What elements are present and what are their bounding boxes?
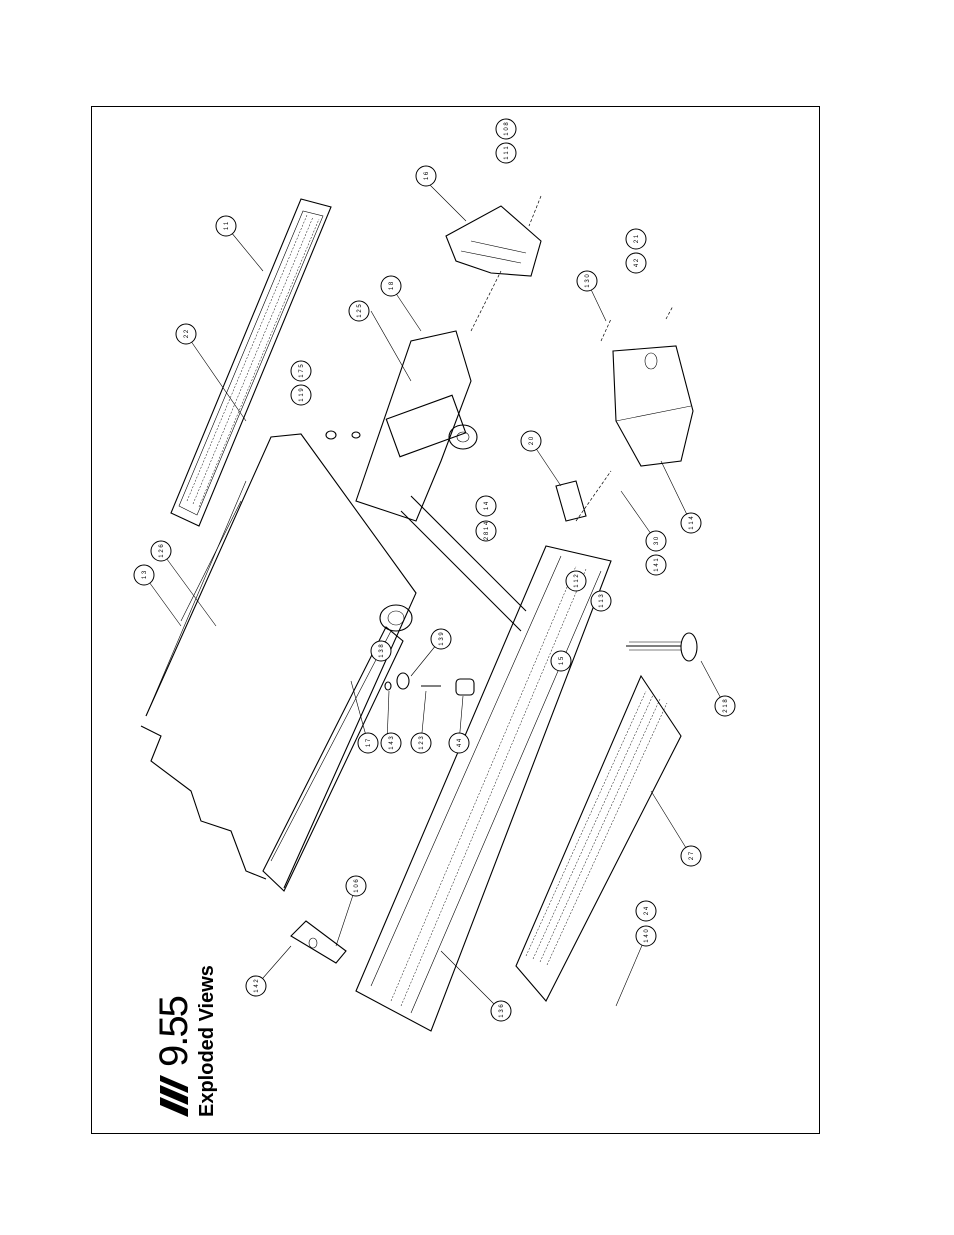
svg-text:2 2: 2 2 — [184, 329, 190, 338]
ramp-bracket-part — [290, 920, 347, 964]
callout-c24: 1 4 3 — [380, 732, 402, 754]
svg-text:1 1 2: 1 1 2 — [574, 574, 580, 588]
svg-text:2 7: 2 7 — [689, 851, 695, 860]
callout-c19: 1 2 6 — [150, 540, 172, 562]
callout-c25: 1 2 3 — [410, 732, 432, 754]
side-rail-part — [262, 626, 404, 892]
callout-c11: 4 2 — [625, 252, 647, 274]
svg-text:1 3 8: 1 3 8 — [379, 644, 385, 658]
svg-text:1 2 3: 1 2 3 — [419, 736, 425, 750]
svg-text:1 3 9: 1 3 9 — [439, 632, 445, 646]
callout-c33: 1 1 2 — [565, 570, 587, 592]
callout-c17: 3 0 — [645, 530, 667, 552]
callout-c31: 1 4 0 — [635, 925, 657, 947]
svg-text:1 5: 1 5 — [559, 656, 565, 665]
callout-c04: 1 1 9 — [290, 384, 312, 406]
callout-c30: 2 4 — [635, 900, 657, 922]
left-grille-part — [170, 198, 332, 527]
leveler-foot-part — [626, 632, 698, 662]
callout-c32: 2 7 — [680, 845, 702, 867]
base-frame-part — [355, 545, 612, 1032]
callout-c10: 2 1 — [625, 228, 647, 250]
small-bracket-part — [555, 470, 612, 522]
callout-c35: 1 3 8 — [370, 640, 392, 662]
callout-c20: 1 3 — [133, 564, 155, 586]
end-cap-part — [600, 305, 694, 467]
svg-text:4 4: 4 4 — [457, 738, 463, 747]
exploded-view-diagram: 1 1 2 2 1 7 5 1 1 9 1 8 1 2 5 1 6 1 0 8 — [133, 118, 736, 1032]
svg-text:1 0 8: 1 0 8 — [504, 122, 510, 136]
hardware-stack-part — [325, 430, 475, 696]
svg-text:3 0: 3 0 — [654, 536, 660, 545]
svg-text:1 2 5: 1 2 5 — [357, 304, 363, 318]
brand-logo-icon — [160, 1075, 188, 1117]
svg-text:1 4: 1 4 — [484, 501, 490, 510]
svg-text:1 0 6: 1 0 6 — [354, 879, 360, 893]
svg-text:1 4 0: 1 4 0 — [644, 929, 650, 943]
callout-c29: 1 3 6 — [490, 1000, 512, 1022]
svg-text:2 8 1 4: 2 8 1 4 — [484, 521, 490, 540]
svg-text:2 1: 2 1 — [634, 234, 640, 243]
svg-text:2 0: 2 0 — [529, 436, 535, 445]
svg-text:1 1 1: 1 1 1 — [504, 146, 510, 160]
callout-c36: 1 5 — [550, 650, 572, 672]
callout-c09: 1 1 1 — [495, 142, 517, 164]
motor-bracket-part — [355, 330, 527, 632]
svg-text:1 4 2: 1 4 2 — [254, 979, 260, 993]
svg-text:1 3 0: 1 3 0 — [585, 274, 591, 288]
callout-c16: 1 1 4 — [680, 512, 702, 534]
callout-c26: 4 4 — [448, 732, 470, 754]
callout-c27: 1 0 6 — [345, 875, 367, 897]
callout-c06: 1 2 5 — [348, 300, 370, 322]
callout-c23: 1 7 — [357, 732, 379, 754]
model-number: 9.55 — [152, 997, 196, 1067]
walking-deck-part — [140, 433, 417, 889]
callout-c22: 2 1 8 — [714, 695, 736, 717]
callout-c14: 1 4 — [475, 495, 497, 517]
svg-text:1 4 3: 1 4 3 — [389, 736, 395, 750]
svg-text:1 8: 1 8 — [389, 281, 395, 290]
svg-text:1 1 4: 1 1 4 — [689, 516, 695, 530]
callout-c21: 1 3 9 — [430, 628, 452, 650]
svg-text:2 4: 2 4 — [644, 906, 650, 915]
callout-c34: 1 1 3 — [590, 590, 612, 612]
callout-c12: 1 3 0 — [576, 270, 598, 292]
page-frame: 1 1 2 2 1 7 5 1 1 9 1 8 1 2 5 1 6 1 0 8 — [91, 106, 820, 1134]
svg-text:1 1 3: 1 1 3 — [599, 594, 605, 608]
svg-text:2 1 8: 2 1 8 — [723, 699, 729, 713]
svg-text:1 1 9: 1 1 9 — [299, 388, 305, 402]
svg-text:1 2 6: 1 2 6 — [159, 544, 165, 558]
brand-block: 9.55 Exploded Views — [152, 957, 218, 1117]
callout-c15: 2 8 1 4 — [475, 520, 497, 542]
svg-text:1 3: 1 3 — [142, 570, 148, 579]
callout-c28: 1 4 2 — [245, 975, 267, 997]
callout-c08: 1 0 8 — [495, 118, 517, 140]
svg-text:1 4 1: 1 4 1 — [654, 558, 660, 572]
leader-lines — [143, 180, 726, 1012]
svg-text:1 1: 1 1 — [224, 221, 230, 230]
svg-text:1 7 5: 1 7 5 — [299, 364, 305, 378]
right-grille-part — [515, 674, 682, 1002]
svg-text:1 6: 1 6 — [424, 171, 430, 180]
callout-c18: 1 4 1 — [645, 554, 667, 576]
callout-c13: 2 0 — [520, 430, 542, 452]
motor-hood-part — [445, 195, 542, 332]
callout-c01: 1 1 — [215, 215, 237, 237]
svg-text:4 2: 4 2 — [634, 258, 640, 267]
callout-c02: 2 2 — [175, 323, 197, 345]
callout-c05: 1 8 — [380, 275, 402, 297]
page-title: Exploded Views — [196, 965, 218, 1117]
svg-text:1 3 6: 1 3 6 — [499, 1004, 505, 1018]
callout-c03: 1 7 5 — [290, 360, 312, 382]
svg-text:1 7: 1 7 — [366, 738, 372, 747]
callout-c07: 1 6 — [415, 165, 437, 187]
